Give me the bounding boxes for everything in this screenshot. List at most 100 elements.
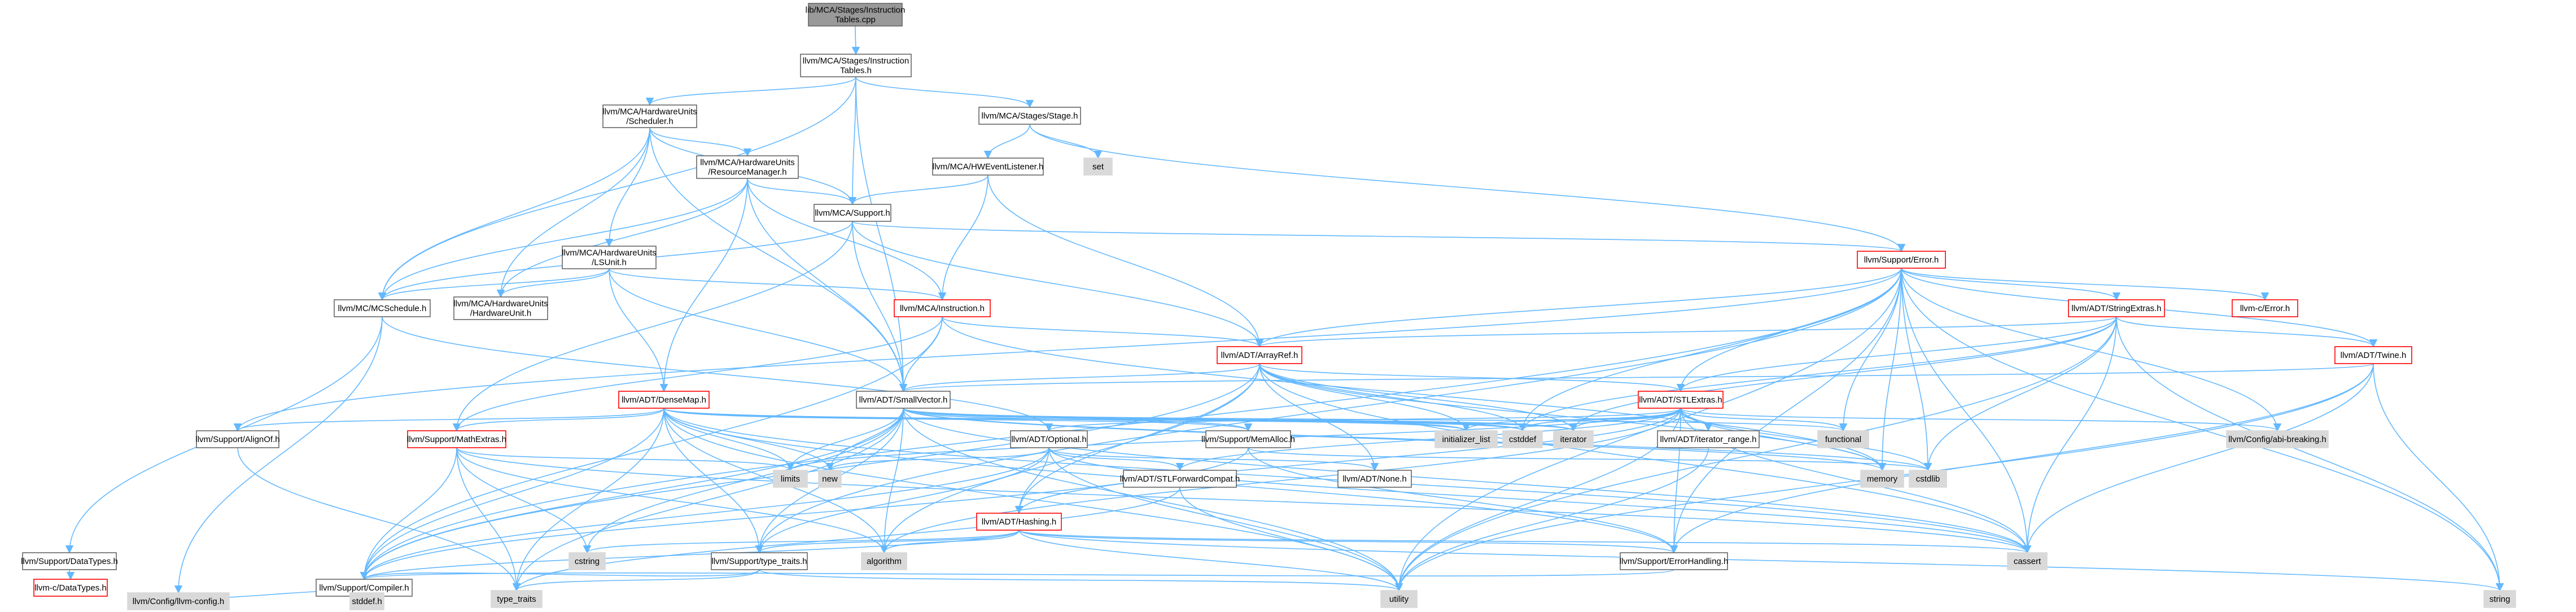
edge-densemap-to-memalloc <box>663 408 1252 432</box>
edge-error-to-cassert <box>1901 268 2032 554</box>
edge-instruction-to-arrayref <box>942 316 1263 348</box>
node-label: llvm/ADT/StringExtras.h <box>2071 304 2161 313</box>
node-mcschedule[interactable]: llvm/MC/MCSchedule.h <box>334 299 431 317</box>
node-stringextras[interactable]: llvm/ADT/StringExtras.h <box>2068 299 2165 317</box>
edge-stlextras-to-optional <box>1045 408 1681 432</box>
node-iterrange[interactable]: llvm/ADT/iterator_range.h <box>1657 430 1760 448</box>
edge-mathextras-to-limits <box>456 447 794 471</box>
edge-hwlistener-to-instruction <box>938 174 989 301</box>
node-label: llvm/Support/Compiler.h <box>319 583 409 593</box>
node-resmgr[interactable]: llvm/MCA/HardwareUnits/ResourceManager.h <box>696 155 799 179</box>
node-stlextras[interactable]: llvm/ADT/STLExtras.h <box>1638 391 1724 409</box>
node-label: memory <box>1867 474 1898 484</box>
node-label: llvm/Config/llvm-config.h <box>133 597 225 606</box>
edge-stlforward-to-typetraits <box>512 487 1180 592</box>
edge-smallvector-to-memalloc <box>903 408 1252 432</box>
node-label: stddef.h <box>352 597 382 606</box>
node-twine[interactable]: llvm/ADT/Twine.h <box>2334 346 2412 364</box>
node-box <box>1502 430 1543 448</box>
edge-memalloc-to-errorhandling <box>1248 447 1678 554</box>
edge-mathextras-to-cstring <box>456 447 592 554</box>
edge-stlextras-to-algorithm <box>880 408 1681 554</box>
node-label: llvm/MCA/HWEventListener.h <box>933 162 1044 172</box>
node-support[interactable]: llvm/MCA/Support.h <box>814 204 891 222</box>
node-hwunit[interactable]: llvm/MCA/HardwareUnits/HardwareUnit.h <box>453 296 548 320</box>
edge-resmgr-to-densemap <box>659 178 748 392</box>
node-smallvector[interactable]: llvm/ADT/SmallVector.h <box>856 391 951 409</box>
edge-stlextras-to-cstdlib <box>1680 408 1932 471</box>
edge-optional-to-hashing <box>1014 447 1049 514</box>
edge-typetraitsh-to-typetraits <box>512 569 760 592</box>
node-instruction[interactable]: llvm/MCA/Instruction.h <box>894 299 991 317</box>
edge-stlextras-to-functional <box>1680 408 1848 432</box>
node-typetraits: type_traits <box>491 590 543 608</box>
edge-scheduler-to-hwunit <box>496 127 650 298</box>
node-error[interactable]: llvm/Support/Error.h <box>1857 251 1946 269</box>
node-box <box>2226 430 2329 448</box>
edge-instruction-to-mathextras <box>452 316 943 432</box>
node-string: string <box>2483 590 2516 608</box>
node-box <box>1217 346 1302 364</box>
node-box <box>1010 430 1088 448</box>
edge-root-to-itables <box>851 25 860 55</box>
node-label: llvm-c/Error.h <box>2240 304 2290 313</box>
node-stlforward[interactable]: llvm/ADT/STLForwardCompat.h <box>1120 470 1240 488</box>
node-mathextras[interactable]: llvm/Support/MathExtras.h <box>407 430 506 448</box>
node-box <box>562 246 657 269</box>
node-cdatatypes[interactable]: llvm-c/DataTypes.h <box>33 579 108 597</box>
node-datatypes[interactable]: llvm/Support/DataTypes.h <box>21 552 118 570</box>
node-box <box>1860 470 1904 488</box>
node-errorhandling[interactable]: llvm/Support/ErrorHandling.h <box>1620 552 1729 570</box>
node-typetraitsh[interactable]: llvm/Support/type_traits.h <box>711 552 808 570</box>
node-lsunit[interactable]: llvm/MCA/HardwareUnits/LSUnit.h <box>562 246 657 269</box>
edge-densemap-to-mathextras <box>452 408 664 432</box>
node-stddef: stddef.h <box>349 592 384 610</box>
node-label: llvm/MCA/Instruction.h <box>900 304 985 313</box>
node-label: llvm/ADT/DenseMap.h <box>622 395 706 405</box>
edge-resmgr-to-hwunit <box>496 178 748 298</box>
node-arrayref[interactable]: llvm/ADT/ArrayRef.h <box>1217 346 1302 364</box>
edge-instruction-to-compiler <box>360 316 943 580</box>
node-box <box>2334 346 2412 364</box>
edge-stlextras-to-abibreaking <box>1680 408 2281 432</box>
edge-mathextras-to-compiler <box>360 447 457 580</box>
node-cerror[interactable]: llvm-c/Error.h <box>2232 299 2298 317</box>
edge-error-to-errorhandling <box>1669 268 1902 554</box>
node-label: llvm/Support/MathExtras.h <box>407 435 506 444</box>
edge-optional-to-compiler <box>360 447 1049 580</box>
node-stage[interactable]: llvm/MCA/Stages/Stage.h <box>978 107 1081 125</box>
edge-error-to-stringextras <box>1901 268 2121 301</box>
node-optional[interactable]: llvm/ADT/Optional.h <box>1010 430 1088 448</box>
node-label: lib/MCA/Stages/Instruction <box>806 6 906 15</box>
edge-scheduler-to-mcschedule <box>378 127 650 301</box>
edge-hashing-to-algorithm <box>880 530 1020 554</box>
edge-memalloc-to-cstdlib <box>1248 447 1932 471</box>
node-scheduler[interactable]: llvm/MCA/HardwareUnits/Scheduler.h <box>602 104 697 128</box>
node-box <box>568 552 606 570</box>
node-box <box>1553 430 1594 448</box>
edge-stlextras-to-cstddef <box>1518 408 1681 432</box>
node-alignof[interactable]: llvm/Support/AlignOf.h <box>195 430 280 448</box>
node-none[interactable]: llvm/ADT/None.h <box>1337 470 1412 488</box>
node-densemap[interactable]: llvm/ADT/DenseMap.h <box>618 391 710 409</box>
node-cassert: cassert <box>2007 552 2048 570</box>
edge-itables-to-scheduler <box>645 76 856 106</box>
node-box <box>127 592 230 610</box>
edge-resmgr-to-support <box>747 178 857 206</box>
edge-error-to-cerror <box>1901 268 2269 301</box>
node-box <box>1620 552 1728 570</box>
node-label: cstddef <box>1509 435 1537 444</box>
node-label: algorithm <box>867 557 902 566</box>
node-hwlistener[interactable]: llvm/MCA/HWEventListener.h <box>932 158 1044 176</box>
edge-stringextras-to-arrayref <box>1256 316 2117 348</box>
node-label: string <box>2490 594 2511 604</box>
node-algorithm: algorithm <box>861 552 907 570</box>
node-label: llvm/ADT/STLForwardCompat.h <box>1120 474 1240 484</box>
edge-stringextras-to-stlextras <box>1676 316 2117 392</box>
node-compiler[interactable]: llvm/Support/Compiler.h <box>316 579 413 597</box>
node-box <box>1083 158 1113 176</box>
node-memalloc[interactable]: llvm/Support/MemAlloc.h <box>1201 430 1295 448</box>
node-hashing[interactable]: llvm/ADT/Hashing.h <box>976 513 1062 531</box>
